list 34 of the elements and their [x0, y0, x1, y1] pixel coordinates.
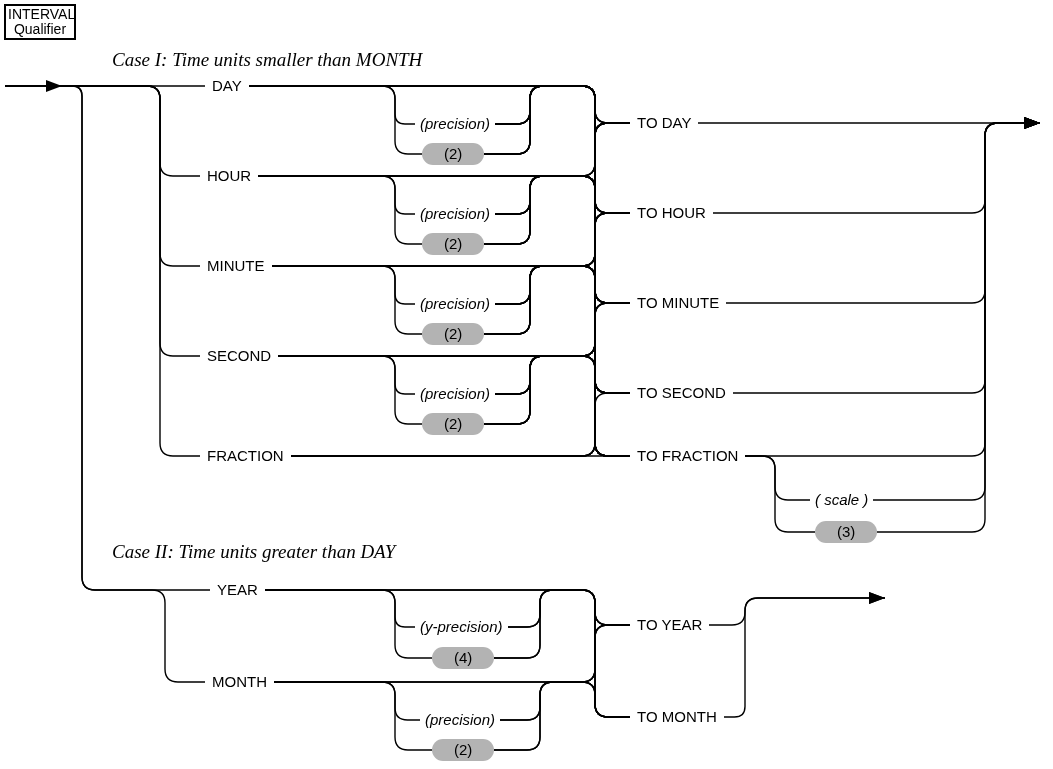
- keyword: FRACTION: [200, 447, 291, 465]
- keyword: DAY: [205, 77, 249, 95]
- case-heading: Case II: Time units greater than DAY: [112, 541, 396, 563]
- default-value-pill: (2): [422, 323, 485, 345]
- parameter-label: (precision): [415, 295, 496, 313]
- default-value-pill: (2): [422, 413, 485, 435]
- keyword: HOUR: [200, 167, 259, 185]
- case-heading: Case I: Time units smaller than MONTH: [112, 49, 423, 71]
- default-value-pill: (2): [422, 143, 485, 165]
- connector-line: [493, 681, 631, 751]
- keyword: TO YEAR: [630, 616, 710, 634]
- parameter-label: (precision): [415, 115, 496, 133]
- keyword: YEAR: [210, 581, 265, 599]
- arrow: [723, 592, 886, 718]
- default-value-pill: (4): [432, 647, 495, 669]
- parameter-label: (precision): [415, 385, 496, 403]
- default-value-pill: (3): [815, 521, 878, 543]
- parameter-label: (precision): [420, 711, 501, 729]
- default-value-pill: (2): [422, 233, 485, 255]
- keyword: MONTH: [205, 673, 274, 691]
- keyword: TO SECOND: [630, 384, 733, 402]
- keyword: MINUTE: [200, 257, 272, 275]
- keyword: TO MINUTE: [630, 294, 727, 312]
- connector-line: [290, 455, 631, 457]
- parameter-label: (precision): [415, 205, 496, 223]
- default-value-pill: (2): [432, 739, 495, 761]
- keyword: TO MONTH: [630, 708, 724, 726]
- title-box: INTERVAL Qualifier: [4, 4, 76, 40]
- keyword: TO FRACTION: [630, 447, 746, 465]
- keyword: TO DAY: [630, 114, 699, 132]
- parameter-label: ( scale ): [810, 491, 874, 509]
- parameter-label: (y-precision): [415, 618, 508, 636]
- keyword: TO HOUR: [630, 204, 713, 222]
- keyword: SECOND: [200, 347, 279, 365]
